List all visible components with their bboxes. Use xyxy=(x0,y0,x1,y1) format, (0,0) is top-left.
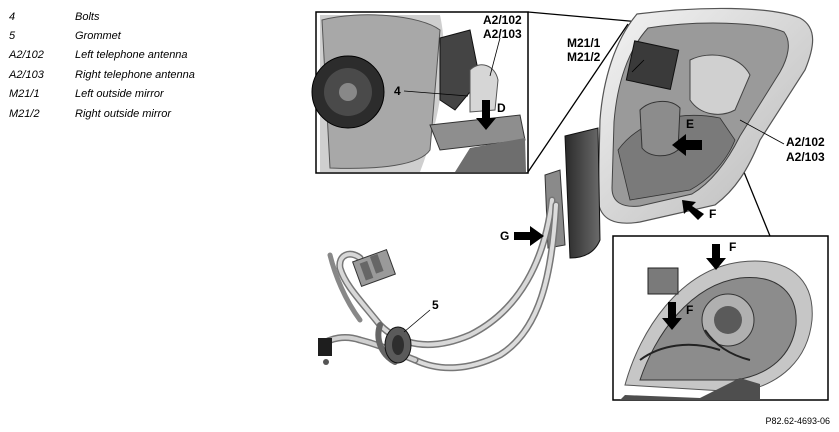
cable-harness xyxy=(318,196,560,372)
wiring-connector xyxy=(351,248,397,288)
legend-row: M21/1 Left outside mirror xyxy=(9,85,195,104)
callout-arrow-d: D xyxy=(497,101,506,115)
callout-antenna-a2-102-right: A2/102 xyxy=(786,135,825,149)
arrow-e xyxy=(672,134,702,156)
callout-mirror-m21-1: M21/1 xyxy=(567,36,601,50)
callout-grommet-5: 5 xyxy=(432,298,439,312)
legend-row: A2/103 Right telephone antenna xyxy=(9,65,195,84)
callout-arrow-e: E xyxy=(686,117,694,131)
legend-row: M21/2 Right outside mirror xyxy=(9,104,195,123)
legend-code: 4 xyxy=(9,10,16,23)
callout-arrow-f-inset-left: F xyxy=(686,303,693,317)
callout-antenna-a2-103-top: A2/103 xyxy=(483,27,522,41)
arrow-f-inset-top xyxy=(706,244,726,270)
callout-antenna-a2-103-right: A2/103 xyxy=(786,150,825,164)
legend-code: M21/2 xyxy=(9,107,40,120)
legend-row: 4 Bolts xyxy=(9,7,195,26)
callout-arrow-f: F xyxy=(709,207,716,221)
legend-description: Bolts xyxy=(75,10,100,23)
legend-code: M21/1 xyxy=(9,88,40,101)
legend-row: A2/102 Left telephone antenna xyxy=(9,46,195,65)
arrow-f-main xyxy=(682,200,704,220)
legend-description: Right telephone antenna xyxy=(75,68,195,81)
legend-code: A2/102 xyxy=(9,49,44,62)
legend-row: 5 Grommet xyxy=(9,26,195,45)
arrow-d xyxy=(476,100,496,130)
arrow-g xyxy=(514,226,544,246)
callout-bolt-4: 4 xyxy=(394,84,401,98)
legend-description: Grommet xyxy=(75,30,121,43)
legend-code: A2/103 xyxy=(9,68,44,81)
callout-mirror-m21-2: M21/2 xyxy=(567,50,601,64)
cable-end-plug xyxy=(318,338,332,365)
legend-description: Left outside mirror xyxy=(75,88,164,101)
callout-arrow-f-inset-top: F xyxy=(729,240,736,254)
legend-description: Left telephone antenna xyxy=(75,49,188,62)
legend-description: Right outside mirror xyxy=(75,107,171,120)
callout-arrow-g: G xyxy=(500,229,509,243)
top-detail-inset xyxy=(311,11,529,174)
grommet xyxy=(384,326,412,364)
legend: 4 Bolts 5 Grommet A2/102 Left telephone ant… xyxy=(9,7,195,123)
legend-code: 5 xyxy=(9,30,16,43)
leader-lines xyxy=(403,37,785,333)
bottom-detail-inset xyxy=(612,235,829,401)
callout-antenna-a2-102-top: A2/102 xyxy=(483,13,522,27)
arrow-f-inset-left xyxy=(662,302,682,330)
figure-reference-number: P82.62-4693-06 xyxy=(765,416,830,426)
